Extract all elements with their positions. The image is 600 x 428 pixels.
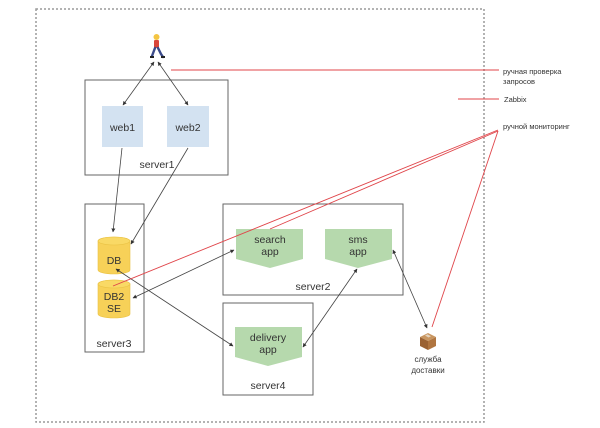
annotation-line-monitoring-db2 xyxy=(112,129,499,287)
edge-sms-delivery xyxy=(302,268,358,348)
annotation-request-check-line2: запросов xyxy=(503,77,535,86)
system-boundary xyxy=(35,8,485,423)
delivery-app-label-line2: app xyxy=(259,344,277,356)
web1-label: web1 xyxy=(109,122,135,134)
annotation-manual-monitoring: ручной мониторинг xyxy=(503,122,570,131)
delivery-app-node[interactable]: delivery app xyxy=(235,327,302,366)
search-app-label-line1: search xyxy=(254,234,286,246)
annotation-line-monitoring-search xyxy=(269,130,499,230)
server3-label: server3 xyxy=(96,338,131,350)
edge-web2-db xyxy=(130,147,189,245)
sms-app-node[interactable]: sms app xyxy=(325,229,392,268)
sms-app-label-line2: app xyxy=(349,246,367,258)
server1-label: server1 xyxy=(139,159,174,171)
db2-label-line2: SE xyxy=(107,303,121,315)
server2-label: server2 xyxy=(295,281,330,293)
web2-label: web2 xyxy=(174,122,200,134)
edge-user-web1 xyxy=(122,61,155,106)
edge-db2-search xyxy=(132,249,235,299)
annotation-zabbix: Zabbix xyxy=(504,95,527,104)
sms-app-label-line1: sms xyxy=(348,234,367,246)
annotation-line-monitoring-delivery xyxy=(431,130,499,328)
web1-node[interactable]: web1 xyxy=(102,106,143,147)
delivery-service-label-line2: доставки xyxy=(411,366,444,375)
person-walking-icon[interactable] xyxy=(150,34,165,59)
server4-label: server4 xyxy=(250,380,285,392)
db-node[interactable]: DB xyxy=(97,236,131,275)
edge-web1-db xyxy=(111,147,123,233)
web2-node[interactable]: web2 xyxy=(167,106,209,147)
server3-box[interactable]: server3 xyxy=(84,203,145,353)
db-label: DB xyxy=(107,255,122,267)
search-app-node[interactable]: search app xyxy=(236,229,303,268)
edge-user-web2 xyxy=(157,61,189,106)
edge-sms-delivery-service xyxy=(392,249,428,329)
db2-label-line1: DB2 xyxy=(104,291,125,303)
annotation-request-check-line1: ручная проверка xyxy=(503,67,562,76)
delivery-service-label-line1: служба xyxy=(414,355,442,364)
package-box-icon[interactable] xyxy=(420,333,436,350)
search-app-label-line2: app xyxy=(261,246,279,258)
delivery-app-label-line1: delivery xyxy=(250,332,287,344)
